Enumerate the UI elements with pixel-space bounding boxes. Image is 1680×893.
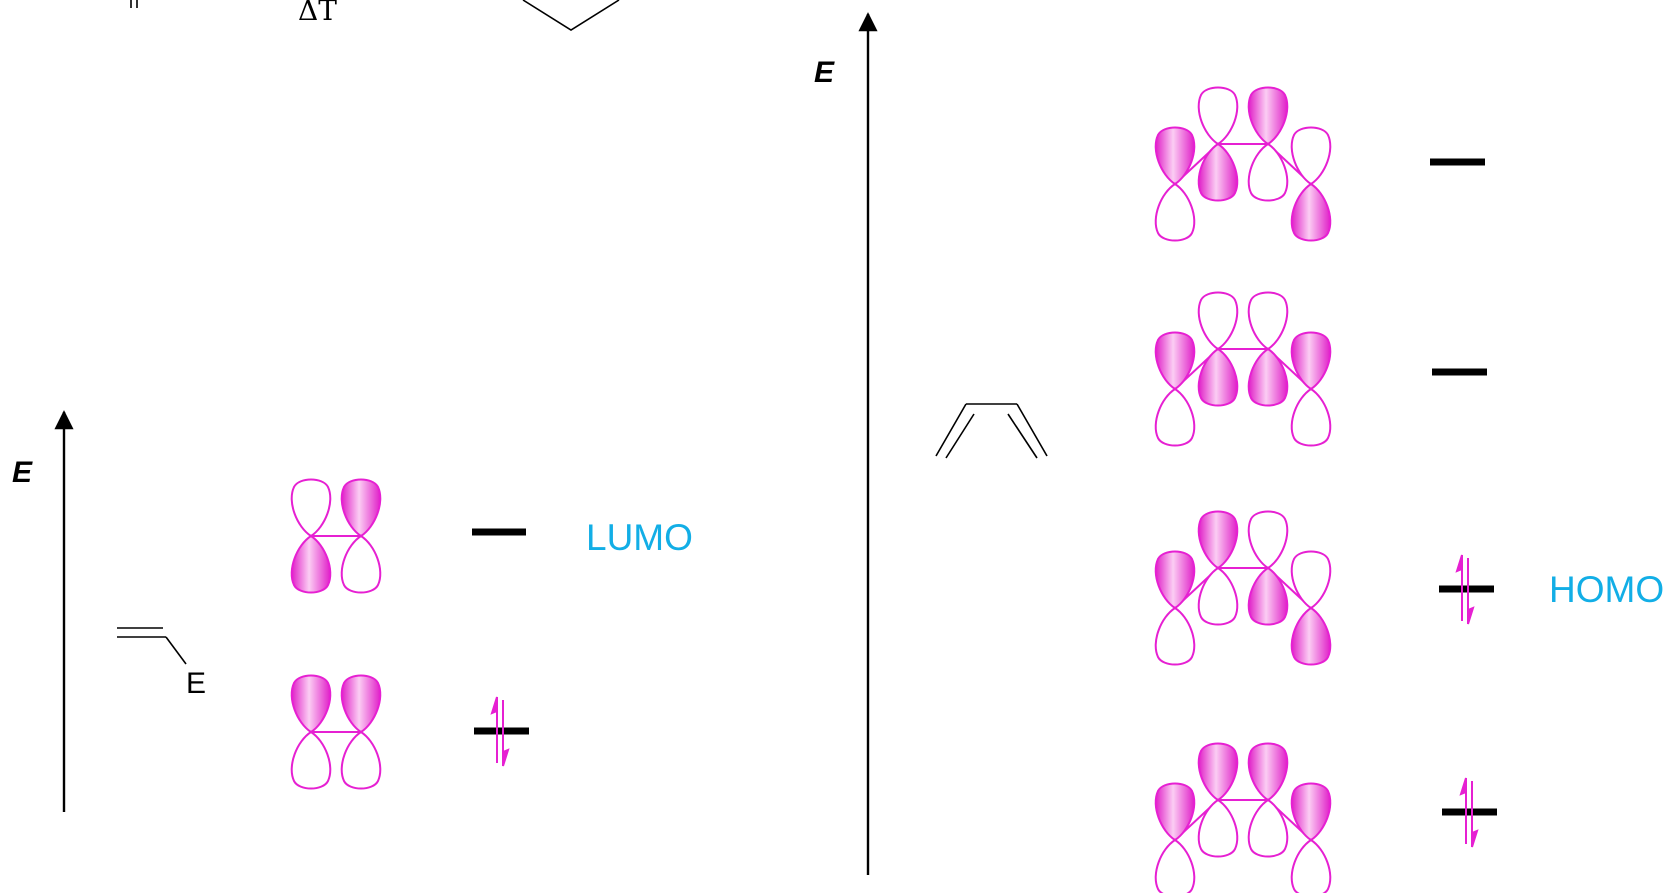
butadiene-psi2-orbital <box>1154 510 1332 666</box>
electron-pair-arrows <box>1455 554 1475 625</box>
p-lobe <box>1290 331 1332 391</box>
p-lobe <box>1154 550 1196 610</box>
butadiene-psi3-orbital <box>1154 291 1332 447</box>
cyclohexene-fragment <box>522 0 620 31</box>
p-lobe <box>1290 182 1332 242</box>
p-lobe <box>1197 347 1239 407</box>
p-lobe <box>340 534 382 594</box>
p-lobe <box>1247 510 1289 570</box>
p-lobe <box>1197 798 1239 858</box>
electron-pair-arrows <box>1459 777 1479 848</box>
p-lobe <box>1290 606 1332 666</box>
p-lobe <box>1197 742 1239 802</box>
diene-structure <box>935 403 1048 459</box>
p-lobe <box>1197 142 1239 202</box>
p-lobe <box>1197 510 1239 570</box>
ethylene-lumo-orbital <box>290 478 382 594</box>
p-lobe <box>1247 142 1289 202</box>
p-lobe <box>1290 550 1332 610</box>
p-lobe <box>1290 387 1332 447</box>
p-lobe <box>1154 331 1196 391</box>
left-energy-axis-label: E <box>12 456 33 489</box>
p-lobe <box>1290 782 1332 842</box>
p-lobe <box>1247 347 1289 407</box>
p-lobe <box>1247 742 1289 802</box>
p-lobe <box>1247 798 1289 858</box>
butadiene-psi1-orbital <box>1154 742 1332 893</box>
p-lobe <box>1247 291 1289 351</box>
p-lobe <box>1154 782 1196 842</box>
p-lobe <box>1197 291 1239 351</box>
left-panel: E E LUMO <box>12 410 693 812</box>
p-lobe <box>1197 566 1239 626</box>
right-panel: E <box>814 12 1664 893</box>
p-lobe <box>290 730 332 790</box>
p-lobe <box>290 478 332 538</box>
homo-label: HOMO <box>1549 569 1664 610</box>
p-lobe <box>340 730 382 790</box>
heat-condition-label: ΔT <box>298 0 337 27</box>
p-lobe <box>340 478 382 538</box>
substituent-label: E <box>186 667 206 700</box>
electron-pair-arrows <box>490 696 510 767</box>
p-lobe <box>1290 838 1332 893</box>
top-fragment: ΔT <box>130 0 620 31</box>
p-lobe <box>1154 126 1196 186</box>
p-lobe <box>1154 387 1196 447</box>
ethylene-homo-orbital <box>290 674 382 790</box>
dienophile-structure: E <box>117 627 206 700</box>
butadiene-psi4-orbital <box>1154 86 1332 242</box>
p-lobe <box>1154 606 1196 666</box>
p-lobe <box>290 534 332 594</box>
right-energy-axis-label: E <box>814 56 835 89</box>
p-lobe <box>1247 86 1289 146</box>
p-lobe <box>290 674 332 734</box>
p-lobe <box>1290 126 1332 186</box>
p-lobe <box>1197 86 1239 146</box>
p-lobe <box>1247 566 1289 626</box>
p-lobe <box>340 674 382 734</box>
p-lobe <box>1154 838 1196 893</box>
lumo-label: LUMO <box>586 517 693 558</box>
p-lobe <box>1154 182 1196 242</box>
